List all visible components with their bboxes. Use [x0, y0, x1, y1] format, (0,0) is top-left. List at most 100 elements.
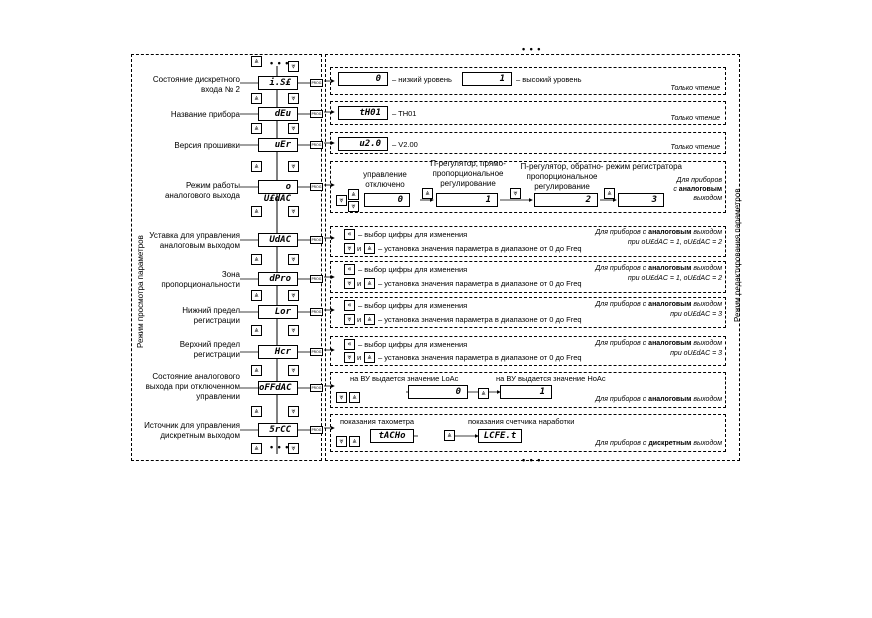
prog-button[interactable]: PROG	[310, 236, 323, 244]
edit-box-lower-limit	[330, 297, 726, 328]
note-bold: аналоговым	[648, 265, 692, 272]
set-value-text: – установка значения параметра в диапазо…	[378, 244, 582, 253]
low-level-label: – низкий уровень	[392, 75, 452, 84]
prog-button[interactable]: PROG	[310, 110, 323, 118]
down-button[interactable]: ⩔	[344, 243, 355, 254]
up-button[interactable]: ⩓	[251, 325, 262, 336]
label-line: Нижний предел	[182, 306, 240, 315]
up-button[interactable]: ⩓	[251, 254, 262, 265]
down-button[interactable]: ⩔	[288, 290, 299, 301]
note-bold: аналоговым	[648, 396, 692, 403]
note-text: с	[673, 186, 679, 193]
analog-only-note: Для приборов с аналоговым выходом	[640, 176, 722, 203]
down-button[interactable]: ⩔	[344, 314, 355, 325]
analog-note: Для приборов с аналоговым выходом	[540, 264, 722, 273]
up-button[interactable]: ⩓	[422, 188, 433, 199]
code-display-digital-input: i.S£	[258, 76, 298, 90]
label-line: входа № 2	[200, 85, 240, 94]
mode-value-0: 0	[364, 193, 410, 207]
prog-button[interactable]: PROG	[310, 275, 323, 283]
prog-button[interactable]: PROG	[310, 183, 323, 191]
down-button[interactable]: ⩔	[510, 188, 521, 199]
prog-button[interactable]: PROG	[310, 384, 323, 392]
down-button[interactable]: ⩔	[288, 365, 299, 376]
up-button[interactable]: ⩓	[364, 314, 375, 325]
up-button[interactable]: ⩓	[604, 188, 615, 199]
read-only-note: Только чтение	[670, 144, 720, 151]
mode-value-1: 1	[436, 193, 498, 207]
prog-button[interactable]: PROG	[310, 308, 323, 316]
down-button[interactable]: ⩔	[336, 392, 347, 403]
up-button[interactable]: ⩓	[251, 161, 262, 172]
up-button[interactable]: ⩓	[251, 56, 262, 67]
down-button[interactable]: ⩔	[336, 436, 347, 447]
up-button[interactable]: ⩓	[364, 243, 375, 254]
read-only-note: Только чтение	[670, 85, 720, 92]
label-upper-limit: Верхний предел регистрации	[140, 340, 240, 360]
up-button[interactable]: ⩓	[251, 123, 262, 134]
code-display-firmware: uEr	[258, 138, 298, 152]
up-button[interactable]: ⩓	[478, 388, 489, 399]
analog-note: Для приборов с аналоговым выходом	[540, 300, 722, 309]
label-line: Источник для управления	[144, 421, 240, 430]
label-analog-setpoint: Уставка для управления аналоговым выходо…	[140, 231, 240, 251]
down-button[interactable]: ⩔	[288, 123, 299, 134]
select-digit-text: – выбор цифры для изменения	[358, 230, 468, 239]
left-button[interactable]: «	[344, 264, 355, 275]
down-button[interactable]: ⩔	[288, 443, 299, 454]
hour-meter-label: показания счетчика наработки	[468, 417, 575, 426]
prog-button[interactable]: PROG	[310, 141, 323, 149]
edit-box-device-name	[330, 101, 726, 125]
note-text: Для приборов с	[595, 265, 649, 272]
up-button[interactable]: ⩓	[251, 443, 262, 454]
down-button[interactable]: ⩔	[288, 325, 299, 336]
down-button[interactable]: ⩔	[288, 406, 299, 417]
up-button[interactable]: ⩓	[349, 436, 360, 447]
up-button[interactable]: ⩓	[251, 365, 262, 376]
down-button[interactable]: ⩔	[336, 195, 347, 206]
label-line: Верхний предел	[179, 340, 240, 349]
down-button[interactable]: ⩔	[288, 93, 299, 104]
note-bold: аналоговым	[648, 229, 692, 236]
down-button[interactable]: ⩔	[348, 201, 359, 212]
down-button[interactable]: ⩔	[344, 278, 355, 289]
display-device-name: tH01	[338, 106, 388, 120]
up-button[interactable]: ⩓	[251, 406, 262, 417]
left-button[interactable]: «	[344, 300, 355, 311]
up-button[interactable]: ⩓	[348, 189, 359, 200]
note-text: выходом	[691, 265, 722, 272]
label-line: Состояние аналогового	[152, 372, 240, 381]
low-value-output-label: на ВУ выдается значение LoAc	[350, 374, 459, 383]
condition-note: при oU£dAC = 3	[670, 311, 722, 318]
note-line: с аналоговым	[640, 185, 722, 194]
down-button[interactable]: ⩔	[344, 352, 355, 363]
bottom-dots-right: • • •	[522, 455, 542, 465]
display-firmware: u2.0	[338, 137, 388, 151]
label-digital-input-2: Состояние дискретного входа № 2	[140, 75, 240, 95]
label-line: регистрации	[193, 316, 240, 325]
up-button[interactable]: ⩓	[251, 93, 262, 104]
label-firmware-version: Версия прошивки	[140, 141, 240, 151]
up-button[interactable]: ⩓	[349, 392, 360, 403]
prog-button[interactable]: PROG	[310, 348, 323, 356]
up-button[interactable]: ⩓	[364, 278, 375, 289]
up-button[interactable]: ⩓	[364, 352, 375, 363]
up-button[interactable]: ⩓	[444, 430, 455, 441]
note-text: выходом	[691, 340, 722, 347]
digital-note: Для приборов с дискретным выходом	[540, 439, 722, 448]
left-button[interactable]: «	[344, 229, 355, 240]
label-line: дискретным выходом	[160, 431, 240, 440]
up-button[interactable]: ⩓	[251, 206, 262, 217]
down-button[interactable]: ⩔	[288, 254, 299, 265]
prog-button[interactable]: PROG	[310, 426, 323, 434]
code-display-upper-limit: Hcr	[258, 345, 298, 359]
down-button[interactable]: ⩔	[288, 61, 299, 72]
down-button[interactable]: ⩔	[288, 206, 299, 217]
set-value-text: – установка значения параметра в диапазо…	[378, 279, 582, 288]
left-button[interactable]: «	[344, 339, 355, 350]
top-dots-right: • • •	[522, 44, 542, 54]
prog-button[interactable]: PROG	[310, 79, 323, 87]
up-button[interactable]: ⩓	[251, 290, 262, 301]
down-button[interactable]: ⩔	[288, 161, 299, 172]
